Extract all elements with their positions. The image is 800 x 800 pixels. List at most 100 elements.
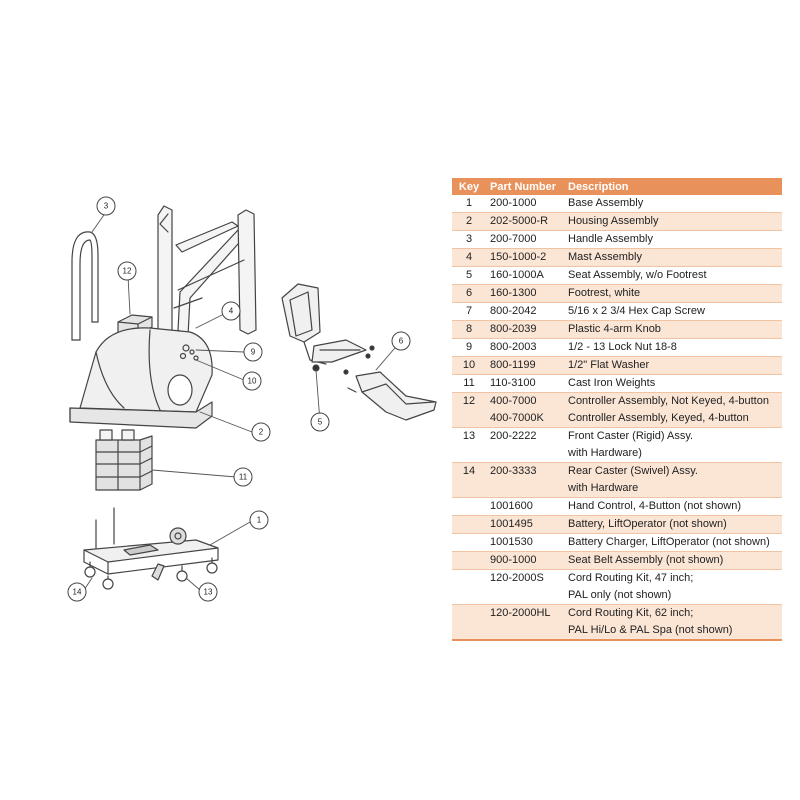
key-cell <box>452 569 486 605</box>
part-number-cell: 1001600 <box>486 497 564 516</box>
description-text: Cast Iron Weights <box>568 377 656 389</box>
description-cell: 5/16 x 2 3/4 Hex Cap Screw <box>564 302 782 321</box>
description-text: Controller Assembly, Keyed, 4-button <box>568 412 749 424</box>
callout-circle-12 <box>117 261 137 281</box>
key-cell: 11 <box>452 374 486 393</box>
callout-circle-11 <box>233 467 253 487</box>
description-cell: 1/2 - 13 Lock Nut 18-8 <box>564 338 782 357</box>
key-cell: 4 <box>452 248 486 267</box>
description-text: Seat Assembly, w/o Footrest <box>568 269 707 281</box>
key-cell: 14 <box>452 462 486 498</box>
description-text: PAL only (not shown) <box>568 589 672 601</box>
part-number-cell: 110-3100 <box>486 374 564 393</box>
footrest-drawing <box>347 371 437 421</box>
description-text: Rear Caster (Swivel) Assy. <box>568 465 698 477</box>
part-number-text: 800-1199 <box>490 359 536 371</box>
table-row: 1001495 Battery, LiftOperator (not shown) <box>452 515 782 534</box>
description-cell: Mast Assembly <box>564 248 782 267</box>
callout-circle-13 <box>198 582 218 602</box>
key-cell <box>452 533 486 552</box>
description-text: Battery Charger, LiftOperator (not shown… <box>568 536 770 548</box>
part-number-text: 200-3333 <box>490 465 537 477</box>
key-cell <box>452 604 486 641</box>
callout-circle-2 <box>251 422 271 442</box>
key-cell: 9 <box>452 338 486 357</box>
part-number-cell: 160-1000A <box>486 266 564 285</box>
description-cell: Cord Routing Kit, 47 inch; PAL only (not … <box>564 569 782 605</box>
description-text: Cord Routing Kit, 62 inch; <box>568 607 694 619</box>
exploded-parts-diagram: 3 12 4 9 10 2 11 1 13 14 5 6 <box>67 196 437 602</box>
key-cell: 12 <box>452 392 486 428</box>
description-text: Battery, LiftOperator (not shown) <box>568 518 727 530</box>
key-cell: 8 <box>452 320 486 339</box>
description-text: Plastic 4-arm Knob <box>568 323 661 335</box>
description-cell: Seat Belt Assembly (not shown) <box>564 551 782 570</box>
mast-assembly-drawing <box>157 205 257 365</box>
table-row: 1 200-1000 Base Assembly <box>452 195 782 213</box>
part-number-cell: 200-7000 <box>486 230 564 249</box>
part-number-cell: 900-1000 <box>486 551 564 570</box>
part-number-text: 900-1000 <box>490 554 537 566</box>
part-number-cell: 200-2222 <box>486 427 564 463</box>
part-number-cell: 800-2003 <box>486 338 564 357</box>
description-cell: Housing Assembly <box>564 212 782 231</box>
description-cell: Front Caster (Rigid) Assy.with Hardware) <box>564 427 782 463</box>
callout-circle-9 <box>243 342 263 362</box>
key-cell: 1 <box>452 195 486 213</box>
table-row: 9 800-2003 1/2 - 13 Lock Nut 18-8 <box>452 338 782 357</box>
column-header-key: Key <box>452 178 486 195</box>
description-text: Controller Assembly, Not Keyed, 4-button <box>568 395 769 407</box>
description-cell: Controller Assembly, Not Keyed, 4-button… <box>564 392 782 428</box>
parts-list-table: Key Part Number Description 1 200-1000 Bas… <box>452 178 782 641</box>
part-number-cell: 120-2000HL <box>486 604 564 641</box>
description-text: 1/2" Flat Washer <box>568 359 650 371</box>
description-text: Footrest, white <box>568 287 641 299</box>
description-text: PAL Hi/Lo & PAL Spa (not shown) <box>568 624 733 636</box>
part-number-text: 110-3100 <box>490 377 536 389</box>
callout-label-6: 6 <box>399 337 404 346</box>
part-number-text: 1001530 <box>490 536 533 548</box>
part-number-text: 150-1000-2 <box>490 251 547 263</box>
table-row: 4 150-1000-2 Mast Assembly <box>452 248 782 267</box>
callout-circle-10 <box>242 371 262 391</box>
description-cell: Battery Charger, LiftOperator (not shown… <box>564 533 782 552</box>
part-number-text: 1001495 <box>490 518 533 530</box>
callout-label-11: 11 <box>239 473 248 482</box>
part-number-text: 800-2003 <box>490 341 537 353</box>
housing-assembly-drawing <box>69 327 213 429</box>
description-cell: Base Assembly <box>564 195 782 213</box>
description-text: Cord Routing Kit, 47 inch; <box>568 572 694 584</box>
table-header-row: Key Part Number Description <box>452 178 782 195</box>
description-text: Housing Assembly <box>568 215 659 227</box>
description-text: 5/16 x 2 3/4 Hex Cap Screw <box>568 305 705 317</box>
part-number-cell: 1001495 <box>486 515 564 534</box>
table-row: 11 110-3100 Cast Iron Weights <box>452 374 782 393</box>
description-cell: Hand Control, 4-Button (not shown) <box>564 497 782 516</box>
part-number-text: 200-1000 <box>490 197 537 209</box>
column-header-description: Description <box>564 178 782 195</box>
callout-label-1: 1 <box>257 516 262 525</box>
callout-circle-14 <box>67 582 87 602</box>
description-text: with Hardware <box>568 482 639 494</box>
key-cell: 7 <box>452 302 486 321</box>
key-cell: 5 <box>452 266 486 285</box>
callout-label-10: 10 <box>248 377 257 386</box>
seat-assembly-drawing <box>281 283 375 375</box>
description-cell: 1/2" Flat Washer <box>564 356 782 375</box>
description-text: Hand Control, 4-Button (not shown) <box>568 500 742 512</box>
part-number-cell: 200-1000 <box>486 195 564 213</box>
part-number-cell: 160-1300 <box>486 284 564 303</box>
part-number-text: 200-7000 <box>490 233 537 245</box>
callout-label-14: 14 <box>73 588 82 597</box>
callout-label-9: 9 <box>251 348 256 357</box>
table-row: 900-1000 Seat Belt Assembly (not shown) <box>452 551 782 570</box>
